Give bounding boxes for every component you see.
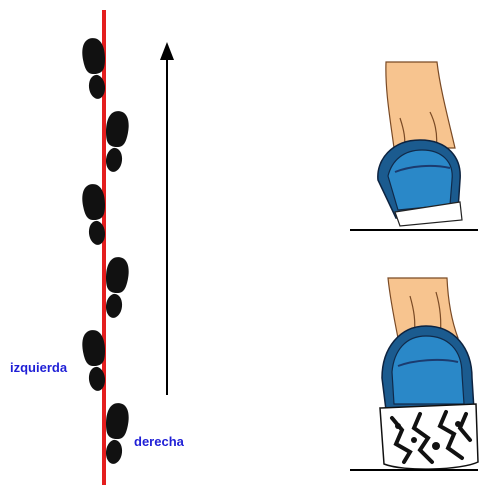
foot-pronated-icon [350,278,478,470]
foot-neutral-icon [350,62,478,230]
left-foot-label: izquierda [10,360,67,375]
arrow-up-icon [160,42,174,395]
right-foot-label: derecha [134,434,184,449]
